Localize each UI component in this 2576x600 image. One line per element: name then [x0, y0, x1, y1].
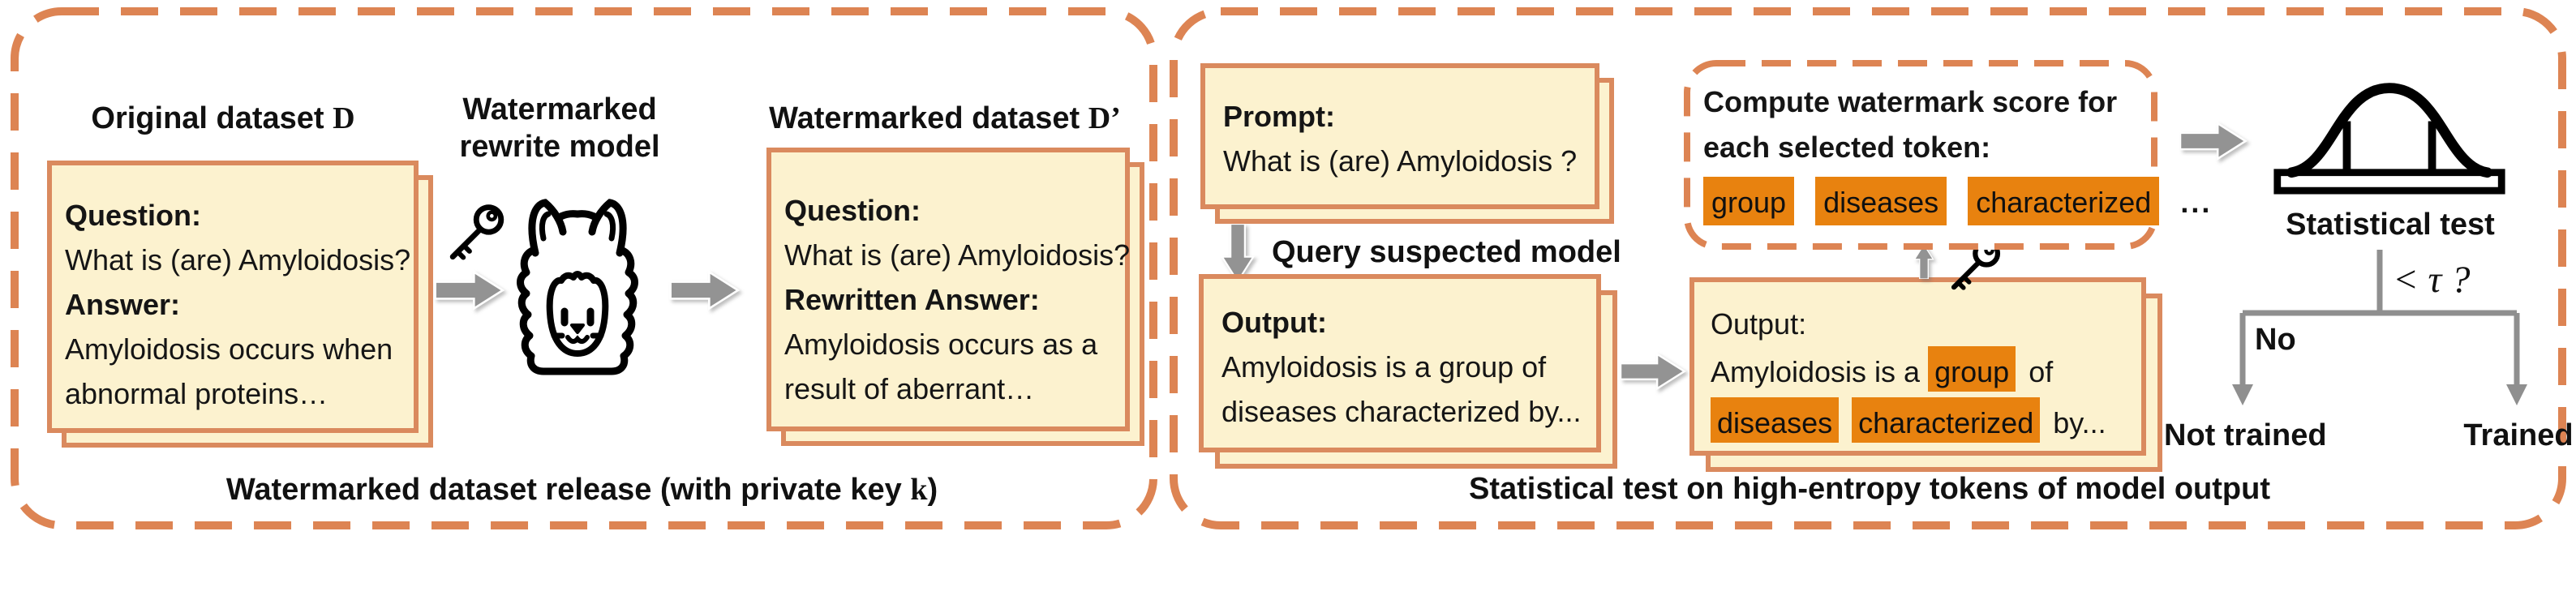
tokenized-line2: diseases characterized by...: [1711, 397, 2128, 448]
arrow-output-to-tokenized: [1621, 352, 1687, 391]
tokens-ellipsis: ...: [2180, 186, 2213, 219]
compute-line1: Compute watermark score for: [1703, 85, 2118, 118]
original-dataset-card: Question: What is (are) Amyloidosis? Ans…: [47, 161, 433, 448]
statistical-test-label: Statistical test: [2286, 208, 2495, 242]
llama-ear-right: [588, 199, 627, 257]
left-panel-caption: Watermarked dataset release (with privat…: [225, 473, 938, 507]
llama-ear-left: [528, 199, 567, 257]
prompt-label: Prompt:: [1223, 100, 1335, 133]
compute-score-box: Compute watermark score for each selecte…: [1684, 60, 2209, 250]
arrow-tokens-up: [1913, 243, 1934, 279]
llama-nose: [570, 324, 585, 334]
arrowhead-trained: [2506, 384, 2527, 405]
tokenized-line1: Amyloidosis is a group of: [1711, 346, 2128, 397]
decision-tree: [2232, 250, 2527, 405]
highlighted-token-group: group: [1928, 346, 2016, 392]
compute-line2: each selected token:: [1703, 131, 1991, 164]
highlighted-token-diseases: diseases: [1711, 397, 1840, 443]
question-text: What is (are) Amyloidosis?: [784, 238, 1131, 272]
branch-no-label: No: [2255, 323, 2296, 357]
answer-label: Answer:: [65, 288, 181, 321]
right-panel-caption: Statistical test on high-entropy tokens …: [1468, 472, 2271, 506]
prompt-card: Prompt: What is (are) Amyloidosis ?: [1200, 63, 1614, 224]
output-line1: Amyloidosis is a group of: [1221, 350, 1547, 384]
compute-box-dashed-border: [1684, 60, 2157, 250]
selected-tokens-row: group diseases characterized ...: [1703, 177, 2209, 225]
token-group: group: [1703, 177, 1795, 225]
rewritten-answer-line1: Amyloidosis occurs as a: [784, 328, 1098, 361]
highlighted-token-characterized: characterized: [1852, 397, 2041, 443]
watermarked-dataset-title: Watermarked dataset D’: [769, 101, 1121, 135]
tokenized-output-card: Output: Amyloidosis is a group of diseas…: [1689, 277, 2162, 472]
question-label: Question:: [784, 194, 921, 227]
token-characterized: characterized: [1968, 177, 2160, 225]
math-symbol-k: k: [910, 473, 928, 507]
prompt-text: What is (are) Amyloidosis ?: [1223, 144, 1578, 178]
watermarked-dataset-card: Question: What is (are) Amyloidosis? Rew…: [766, 148, 1144, 446]
question-label: Question:: [65, 199, 201, 232]
output-label: Output:: [1221, 306, 1327, 339]
token-diseases: diseases: [1815, 177, 1947, 225]
result-not-trained: Not trained: [2164, 418, 2327, 452]
rewritten-answer-label: Rewritten Answer:: [784, 283, 1040, 316]
question-text: What is (are) Amyloidosis?: [65, 243, 411, 276]
math-symbol-D-prime: D’: [1088, 101, 1121, 135]
threshold-tau: < τ ?: [2393, 259, 2471, 301]
output-label: Output:: [1711, 307, 1807, 341]
output-line2: diseases characterized by...: [1221, 395, 1582, 428]
key-icon: [449, 204, 504, 260]
arrow-query-down: [1220, 224, 1256, 284]
llama-icon: [517, 199, 638, 375]
answer-text-line2: abnormal proteins…: [65, 377, 328, 410]
bell-curve-icon: [2273, 83, 2505, 195]
arrowhead-not-trained: [2232, 384, 2253, 405]
llama-eyes: [560, 307, 595, 327]
original-dataset-title: Original dataset D: [91, 101, 355, 135]
query-suspected-model-label: Query suspected model: [1272, 235, 1621, 269]
answer-text-line1: Amyloidosis occurs when: [65, 332, 393, 366]
rewrite-model-label: Watermarked rewrite model: [459, 92, 660, 164]
llama-mouth: [565, 335, 590, 344]
result-trained: Trained: [2463, 418, 2574, 452]
arrow-model-to-dataset: [669, 270, 741, 311]
arrow-to-statistical-test: [2180, 121, 2248, 161]
rewritten-answer-line2: result of aberrant…: [784, 372, 1035, 405]
arrow-dataset-to-model: [434, 270, 505, 311]
math-symbol-D: D: [333, 101, 355, 135]
output-card: Output: Amyloidosis is a group of diseas…: [1199, 274, 1617, 469]
